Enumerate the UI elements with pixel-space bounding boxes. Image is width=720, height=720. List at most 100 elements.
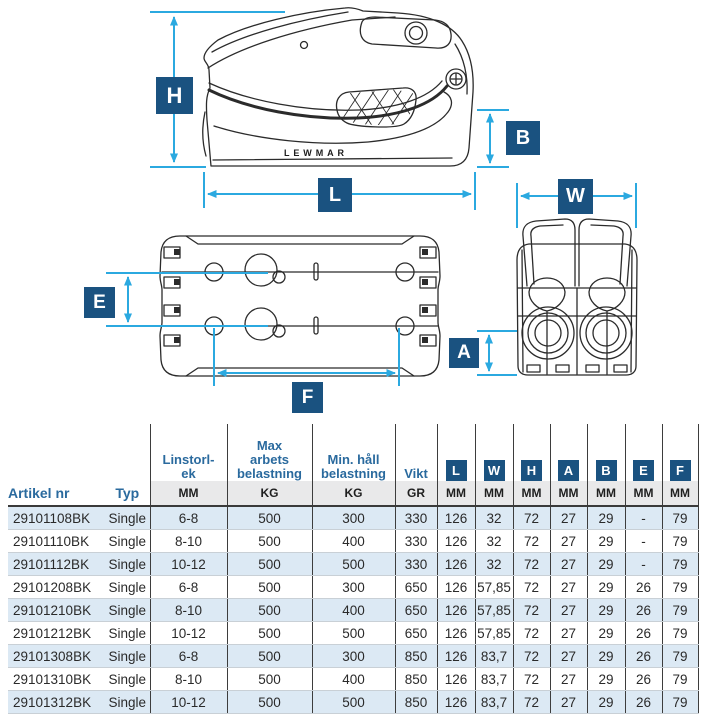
dimension-e-arrow [106,272,268,327]
value-cell: 500 [226,529,312,553]
unit-cell: MM [549,481,587,507]
value-cell: 126 [436,644,475,668]
value-cell: 650 [394,575,437,599]
dim-column-header: E [624,424,662,481]
value-cell: 6-8 [149,644,227,668]
dim-column-header: H [512,424,550,481]
artikel-cell: 29101108BK [8,506,105,530]
value-cell: 72 [512,506,550,530]
value-cell: 79 [661,575,699,599]
dim-column-header: L [436,424,475,481]
value-cell: 8-10 [149,598,227,622]
unit-cell: MM [624,481,662,507]
unit-cell: KG [311,481,395,507]
value-cell: 126 [436,690,475,714]
typ-cell: Single [105,598,150,622]
dim-column-header: F [661,424,699,481]
value-cell: 27 [549,621,587,645]
column-title-line: ek [181,466,196,481]
column-title-line: Vikt [404,466,428,481]
value-cell: 29 [586,575,625,599]
value-cell: 72 [512,621,550,645]
column-header: Vikt [394,424,437,481]
value-cell: 79 [661,506,699,530]
value-cell: 330 [394,506,437,530]
value-cell: 500 [226,506,312,530]
empty-header-cell [8,424,105,481]
value-cell: 26 [624,575,662,599]
value-cell: 10-12 [149,552,227,576]
value-cell: 29 [586,552,625,576]
value-cell: 79 [661,621,699,645]
front-view-drawing [516,218,638,376]
value-cell: 27 [549,552,587,576]
value-cell: 330 [394,529,437,553]
value-cell: 300 [311,506,395,530]
dim-label-l: L [318,178,352,212]
typ-cell: Single [105,552,150,576]
value-cell: 6-8 [149,575,227,599]
value-cell: 83,7 [474,667,513,691]
value-cell: 26 [624,644,662,668]
column-header: Linstorl-ek [149,424,227,481]
value-cell: 83,7 [474,690,513,714]
value-cell: 29 [586,644,625,668]
column-title-line: Linstorl- [162,452,215,467]
value-cell: 126 [436,598,475,622]
value-cell: 72 [512,690,550,714]
value-cell: 27 [549,690,587,714]
value-cell: 126 [436,506,475,530]
value-cell: 126 [436,552,475,576]
value-cell: 126 [436,621,475,645]
value-cell: 650 [394,598,437,622]
typ-cell: Single [105,575,150,599]
artikel-cell: 29101110BK [8,529,105,553]
value-cell: 27 [549,529,587,553]
bottom-view-drawing [159,235,441,377]
value-cell: - [624,506,662,530]
typ-cell: Single [105,621,150,645]
value-cell: 300 [311,575,395,599]
dim-letter-box: H [521,460,542,481]
dim-letter-box: B [595,460,617,481]
value-cell: 500 [226,644,312,668]
value-cell: 72 [512,598,550,622]
column-title-line: Max [256,438,283,453]
dimension-b-arrow [477,109,509,168]
value-cell: 400 [311,667,395,691]
typ-cell: Single [105,690,150,714]
artikel-cell: 29101308BK [8,644,105,668]
value-cell: 300 [311,644,395,668]
dim-label-a: A [449,338,479,368]
value-cell: 79 [661,598,699,622]
value-cell: 72 [512,575,550,599]
artikel-cell: 29101212BK [8,621,105,645]
empty-header-cell [105,424,150,481]
typ-cell: Single [105,506,150,530]
value-cell: 500 [311,690,395,714]
unit-cell: MM [474,481,513,507]
artikel-cell: 29101208BK [8,575,105,599]
value-cell: 8-10 [149,529,227,553]
value-cell: 126 [436,529,475,553]
technical-drawing: LEWMAR [106,7,638,386]
unit-cell: MM [586,481,625,507]
value-cell: 850 [394,690,437,714]
value-cell: 32 [474,552,513,576]
value-cell: 27 [549,598,587,622]
value-cell: 79 [661,644,699,668]
value-cell: 650 [394,621,437,645]
unit-cell: MM [149,481,227,507]
dim-letter-box: F [669,460,691,481]
value-cell: 126 [436,667,475,691]
value-cell: 10-12 [149,621,227,645]
